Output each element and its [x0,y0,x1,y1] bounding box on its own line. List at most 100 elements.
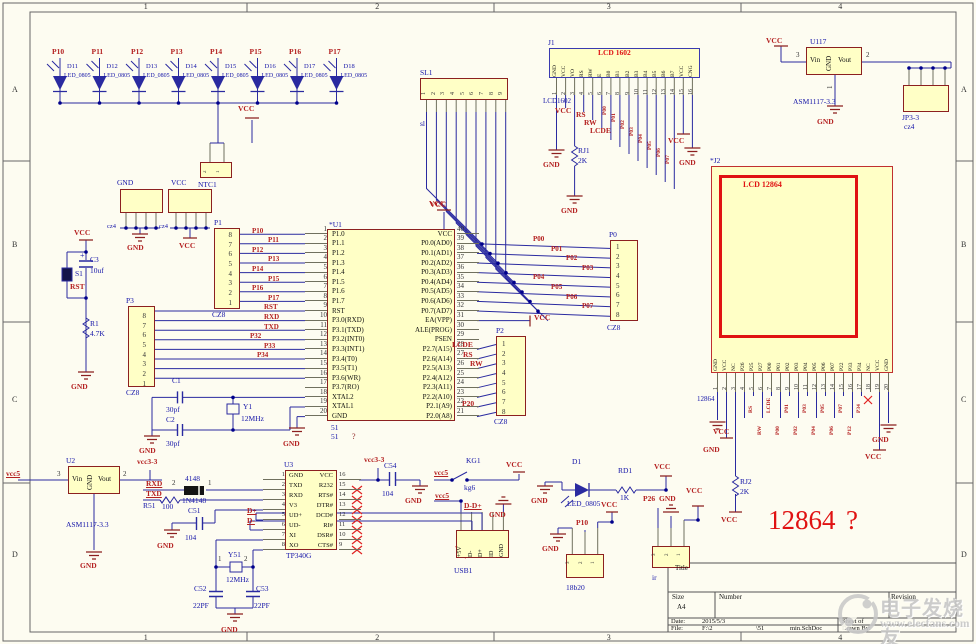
diode-4148 [184,486,204,495]
led-ref: D14 [185,63,197,70]
gnd-label: GND [139,446,156,455]
big-12864-text: 12864 [768,505,836,535]
j1-title: LCD 1602 [598,48,631,57]
p20-net-label: P20 [462,399,475,408]
d51-pin1: 1 [208,479,212,487]
led-ref: D15 [225,63,237,70]
dplus-net-label: D+ [247,506,257,515]
net-label: P17 [328,47,341,56]
ntc1-body [200,162,232,178]
drawn-by-label: Drawn By: [842,625,871,632]
u3-vcc33-label: vcc3-3 [364,455,385,464]
led-value: LED_0805 [103,73,131,79]
ds18b20-p10-label: P10 [576,518,589,527]
txd-net-label: TXD [146,489,162,498]
file-path-c: min.SchDoc [790,625,823,632]
d51-pin2: 2 [172,479,176,487]
ir-body [652,546,690,568]
rj1-value: 2K [578,156,588,165]
file-label: File: [671,625,683,632]
c54-gnd-label: GND [405,496,422,505]
elecfans-logo-icon [838,594,878,634]
jp3-ref: JP3-3 [902,113,920,122]
vcc-label: VCC [74,228,91,237]
jp3-value: cz4 [904,122,915,131]
u117-value: ASM1117-3.3 [793,97,836,106]
file-path-a: F:\2 [702,625,713,632]
u1-ref: *U1 [329,220,342,229]
u117-vout: Vout [838,56,852,64]
d51-ref: 4148 [185,474,200,483]
u117-pin3: 3 [796,51,800,59]
y51-gnd-label: GND [221,625,238,634]
rd1-ref: RD1 [618,466,633,475]
u117-ref: U117 [810,37,827,46]
c1-value: 30pf [166,405,180,414]
d51-value: 1N4148 [182,496,207,505]
c51-gnd-label: GND [157,541,174,550]
led-ref: D13 [146,63,158,70]
jp3-body [903,85,949,112]
rd1-value: 1K [620,493,630,502]
r51-ref: R51 [143,501,156,510]
gnd-header-value: cz4 [107,223,117,230]
rxd-net-label: RXD [146,479,163,488]
gnd-label: GND [71,382,88,391]
u2-value: ASM1117-3.3 [66,520,109,529]
p1-ref: P1 [214,218,222,227]
u117-pin1: 1 [826,85,834,90]
sl1-label: sl [420,119,426,128]
led-ref: D17 [304,63,316,70]
watermark-cn-text: 电子发烧友 [880,598,964,644]
j2-gnd1-label: GND [703,445,720,454]
y1-ref: Y1 [243,402,253,411]
number-label: Number [719,593,742,601]
p0-value: CZ8 [607,323,621,332]
led-ref: D11 [67,63,78,70]
r51-value: 100 [162,502,174,511]
kg1-vcc-label: VCC [506,460,523,469]
gnd-header-title: GND [117,178,134,187]
u3-ref: U3 [284,460,294,469]
led-ref: D16 [264,63,276,70]
date-label: Date: [671,618,686,625]
led-value: LED_0805 [301,73,328,79]
c3-ref: C3 [90,255,99,264]
led-bars [46,60,590,508]
p0-connector-body [610,240,638,321]
j1-lcde-net: LCDE [590,126,611,135]
net-label: P12 [131,47,144,56]
title-block-lines [667,562,956,632]
u3-body [285,470,337,550]
ir-gnd-label: GND [659,494,676,503]
j2-net-left: 12864 [697,395,715,403]
usb-vcc5-label: vcc5 [435,491,450,500]
kg1-vcc5-label: vcc5 [434,468,449,477]
u117-gnd: GND [825,55,833,71]
j1-ref: J1 [548,38,555,47]
c54-value: 104 [382,489,394,498]
usb-dd-label: D-D+ [464,501,482,510]
u2-ref: U2 [66,456,76,465]
u117-vcc-label: VCC [766,36,783,45]
ds18b20-ref: 18b20 [566,583,585,592]
rj2-ref: RJ2 [740,477,752,486]
